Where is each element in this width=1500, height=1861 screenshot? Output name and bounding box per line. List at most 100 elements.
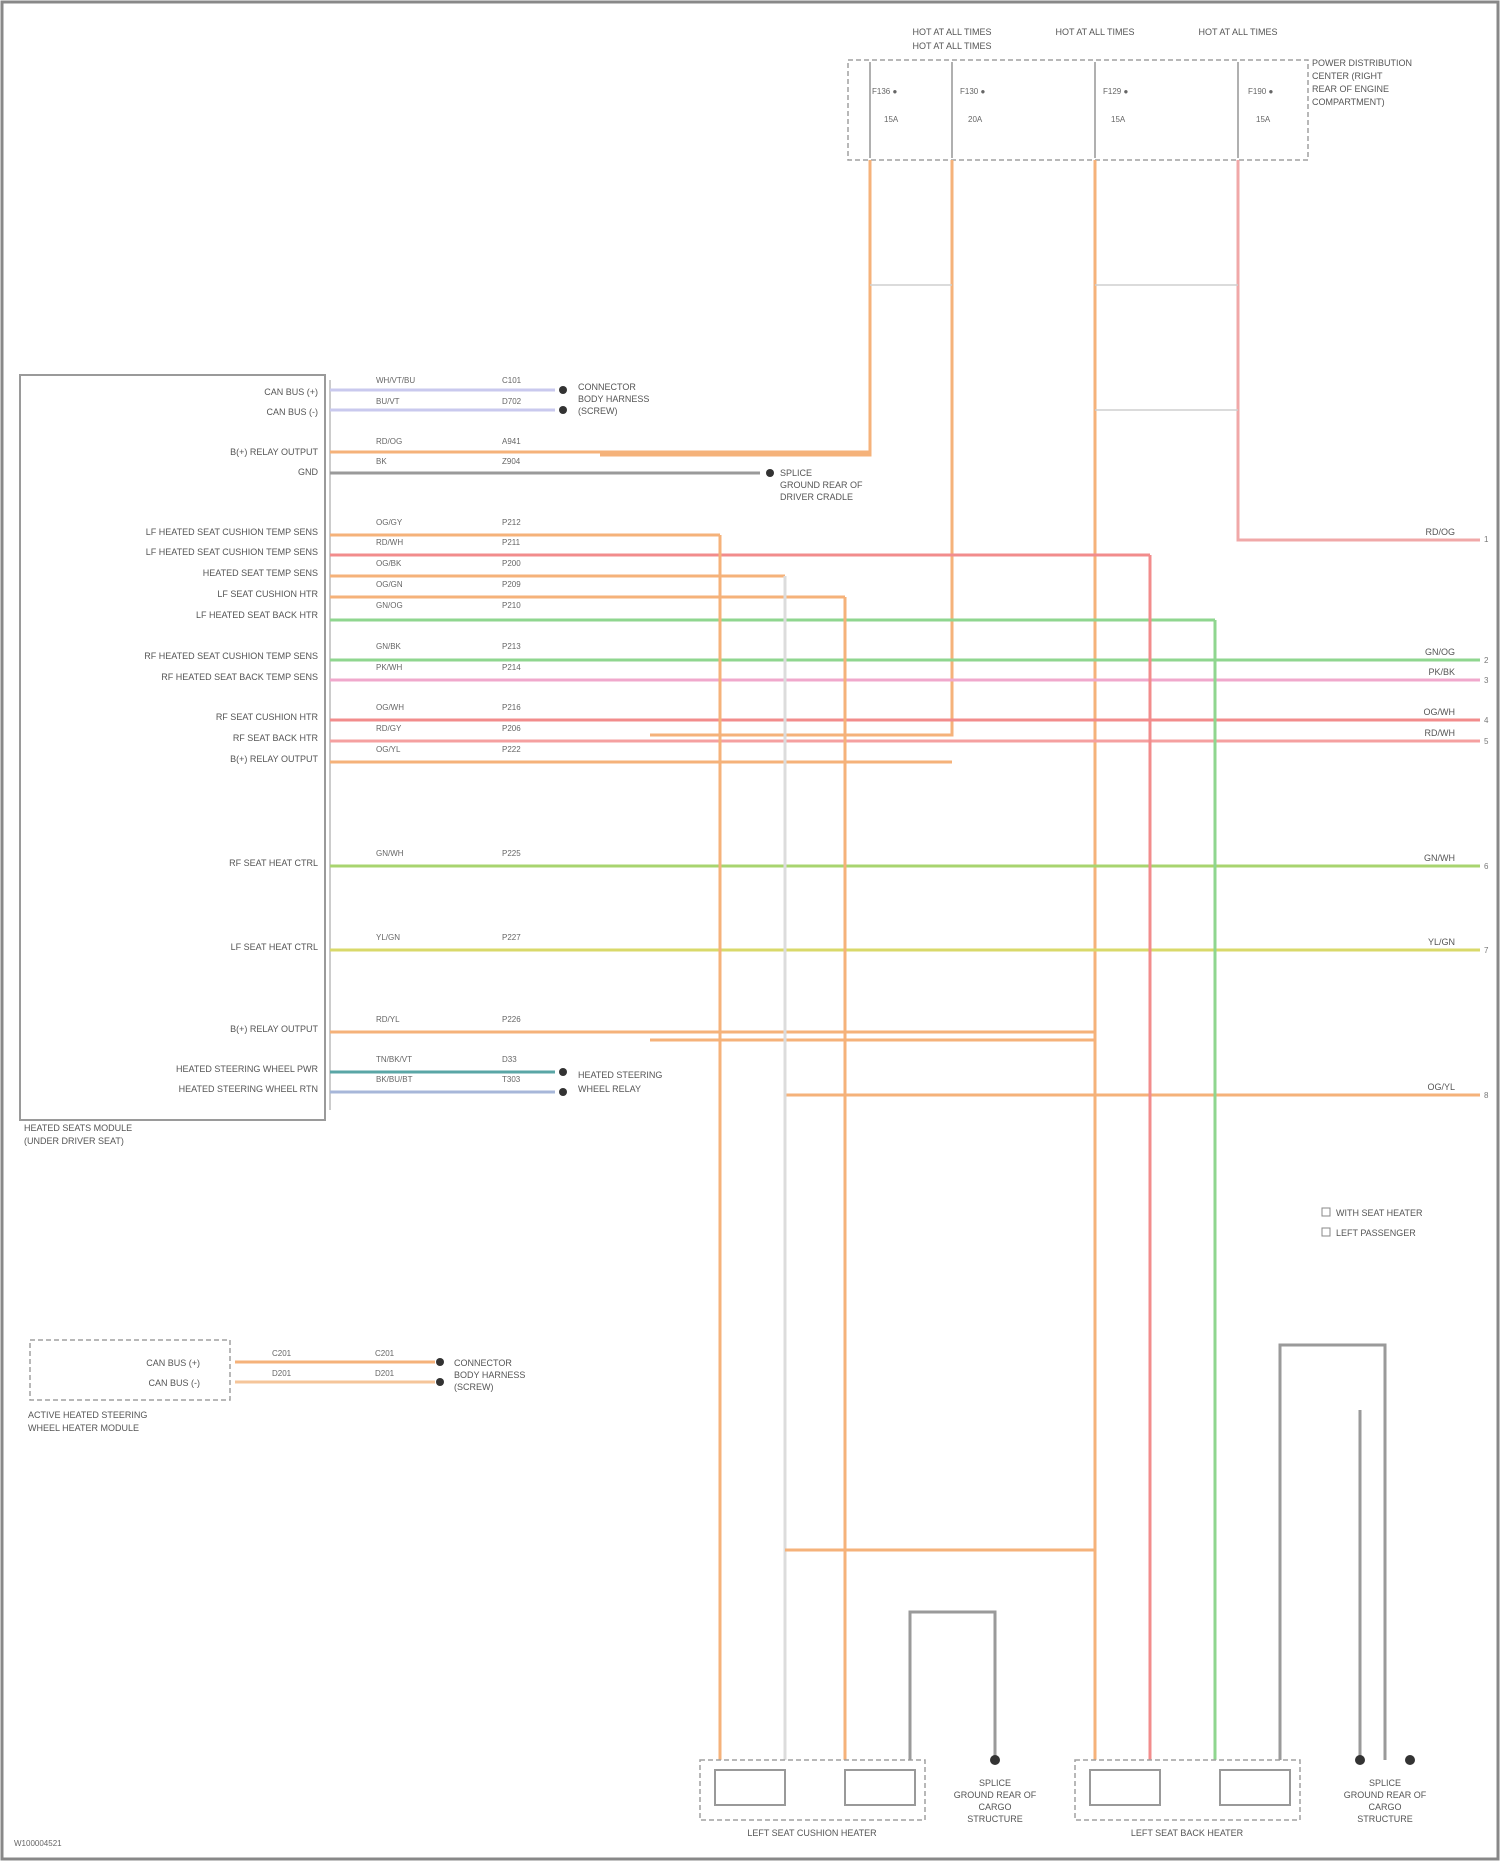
svg-text:P214: P214 (502, 663, 521, 672)
svg-text:CARGO: CARGO (1368, 1802, 1401, 1812)
svg-text:RD/WH: RD/WH (376, 538, 403, 547)
svg-text:LEFT SEAT BACK HEATER: LEFT SEAT BACK HEATER (1131, 1828, 1244, 1838)
svg-text:CAN BUS (-): CAN BUS (-) (149, 1378, 201, 1388)
svg-text:HOT AT ALL TIMES: HOT AT ALL TIMES (1055, 27, 1134, 37)
svg-text:WITH SEAT HEATER: WITH SEAT HEATER (1336, 1208, 1423, 1218)
svg-text:RF SEAT HEAT CTRL: RF SEAT HEAT CTRL (229, 858, 318, 868)
svg-text:HEATED STEERING: HEATED STEERING (578, 1070, 662, 1080)
svg-text:WH/VT/BU: WH/VT/BU (376, 376, 415, 385)
svg-text:RF SEAT BACK HTR: RF SEAT BACK HTR (233, 733, 319, 743)
svg-text:STRUCTURE: STRUCTURE (1357, 1814, 1413, 1824)
svg-text:HEATED STEERING WHEEL PWR: HEATED STEERING WHEEL PWR (176, 1064, 319, 1074)
svg-text:RD/WH: RD/WH (1425, 728, 1456, 738)
svg-text:B(+) RELAY OUTPUT: B(+) RELAY OUTPUT (230, 1024, 318, 1034)
svg-text:WHEEL HEATER MODULE: WHEEL HEATER MODULE (28, 1423, 139, 1433)
svg-text:7: 7 (1484, 946, 1489, 955)
svg-text:HOT AT ALL TIMES: HOT AT ALL TIMES (1198, 27, 1277, 37)
svg-text:B(+) RELAY OUTPUT: B(+) RELAY OUTPUT (230, 447, 318, 457)
svg-text:C101: C101 (502, 376, 522, 385)
svg-text:D201: D201 (375, 1369, 395, 1378)
svg-text:PK/WH: PK/WH (376, 663, 402, 672)
footer-id: W100004521 (14, 1839, 62, 1848)
svg-text:CAN BUS (+): CAN BUS (+) (146, 1358, 200, 1368)
svg-text:ACTIVE HEATED STEERING: ACTIVE HEATED STEERING (28, 1410, 147, 1420)
svg-text:B(+) RELAY OUTPUT: B(+) RELAY OUTPUT (230, 754, 318, 764)
svg-text:RD/GY: RD/GY (376, 724, 402, 733)
svg-text:CONNECTOR: CONNECTOR (578, 382, 636, 392)
svg-text:OG/GY: OG/GY (376, 518, 403, 527)
svg-text:D33: D33 (502, 1055, 517, 1064)
svg-text:Z904: Z904 (502, 457, 521, 466)
svg-text:LF HEATED SEAT CUSHION TEMP SE: LF HEATED SEAT CUSHION TEMP SENS (146, 547, 318, 557)
svg-text:LF SEAT HEAT CTRL: LF SEAT HEAT CTRL (231, 942, 318, 952)
svg-text:RF HEATED SEAT BACK TEMP SENS: RF HEATED SEAT BACK TEMP SENS (161, 672, 318, 682)
svg-text:6: 6 (1484, 862, 1489, 871)
svg-text:POWER DISTRIBUTION: POWER DISTRIBUTION (1312, 58, 1412, 68)
svg-text:SPLICE: SPLICE (780, 468, 812, 478)
svg-text:P210: P210 (502, 601, 521, 610)
svg-text:HEATED SEATS MODULE: HEATED SEATS MODULE (24, 1123, 132, 1133)
svg-text:WHEEL RELAY: WHEEL RELAY (578, 1084, 641, 1094)
svg-text:TN/BK/VT: TN/BK/VT (376, 1055, 412, 1064)
svg-text:RD/YL: RD/YL (376, 1015, 400, 1024)
svg-text:CAN BUS (+): CAN BUS (+) (264, 387, 318, 397)
svg-text:P213: P213 (502, 642, 521, 651)
svg-text:P225: P225 (502, 849, 521, 858)
svg-text:BODY HARNESS: BODY HARNESS (454, 1370, 525, 1380)
svg-text:P222: P222 (502, 745, 521, 754)
svg-text:RD/OG: RD/OG (1425, 527, 1455, 537)
svg-text:OG/BK: OG/BK (376, 559, 402, 568)
svg-text:BK/BU/BT: BK/BU/BT (376, 1075, 413, 1084)
svg-text:OG/WH: OG/WH (376, 703, 404, 712)
svg-text:P226: P226 (502, 1015, 521, 1024)
svg-text:STRUCTURE: STRUCTURE (967, 1814, 1023, 1824)
svg-text:P209: P209 (502, 580, 521, 589)
svg-text:COMPARTMENT): COMPARTMENT) (1312, 97, 1385, 107)
svg-text:(UNDER DRIVER SEAT): (UNDER DRIVER SEAT) (24, 1136, 124, 1146)
svg-text:OG/WH: OG/WH (1424, 707, 1456, 717)
fuse-rating-1: 20A (968, 115, 983, 124)
svg-text:P227: P227 (502, 933, 521, 942)
svg-text:YL/GN: YL/GN (376, 933, 400, 942)
svg-text:D702: D702 (502, 397, 522, 406)
svg-text:LEFT PASSENGER: LEFT PASSENGER (1336, 1228, 1416, 1238)
svg-text:(SCREW): (SCREW) (578, 406, 618, 416)
svg-text:P200: P200 (502, 559, 521, 568)
svg-text:3: 3 (1484, 676, 1489, 685)
svg-text:BK: BK (376, 457, 387, 466)
svg-text:GROUND REAR OF: GROUND REAR OF (1344, 1790, 1427, 1800)
svg-text:D201: D201 (272, 1369, 292, 1378)
svg-text:RF HEATED SEAT CUSHION TEMP SE: RF HEATED SEAT CUSHION TEMP SENS (144, 651, 318, 661)
svg-text:P211: P211 (502, 538, 521, 547)
svg-text:SPLICE: SPLICE (979, 1778, 1011, 1788)
svg-text:BODY HARNESS: BODY HARNESS (578, 394, 649, 404)
svg-text:LF SEAT CUSHION HTR: LF SEAT CUSHION HTR (217, 589, 318, 599)
fuse-id-0: F136 ● (872, 87, 897, 96)
svg-text:OG/YL: OG/YL (1427, 1082, 1455, 1092)
svg-text:BU/VT: BU/VT (376, 397, 400, 406)
svg-text:RF SEAT CUSHION HTR: RF SEAT CUSHION HTR (216, 712, 319, 722)
svg-text:P216: P216 (502, 703, 521, 712)
fuse-id-3: F190 ● (1248, 87, 1273, 96)
svg-text:T303: T303 (502, 1075, 521, 1084)
fuse-id-2: F129 ● (1103, 87, 1128, 96)
svg-text:LF HEATED SEAT BACK HTR: LF HEATED SEAT BACK HTR (196, 610, 319, 620)
svg-text:GN/OG: GN/OG (376, 601, 403, 610)
svg-text:C201: C201 (375, 1349, 395, 1358)
svg-text:C201: C201 (272, 1349, 292, 1358)
svg-text:PK/BK: PK/BK (1428, 667, 1455, 677)
svg-text:LF HEATED SEAT CUSHION TEMP SE: LF HEATED SEAT CUSHION TEMP SENS (146, 527, 318, 537)
fuse-rating-0: 15A (884, 115, 899, 124)
svg-text:CARGO: CARGO (978, 1802, 1011, 1812)
svg-text:HOT AT ALL TIMES: HOT AT ALL TIMES (912, 41, 991, 51)
svg-text:HEATED SEAT TEMP SENS: HEATED SEAT TEMP SENS (203, 568, 318, 578)
svg-text:GN/WH: GN/WH (376, 849, 404, 858)
svg-text:1: 1 (1484, 535, 1489, 544)
svg-text:CONNECTOR: CONNECTOR (454, 1358, 512, 1368)
svg-text:GROUND REAR OF: GROUND REAR OF (954, 1790, 1037, 1800)
svg-text:5: 5 (1484, 737, 1489, 746)
fuse-id-1: F130 ● (960, 87, 985, 96)
svg-text:4: 4 (1484, 716, 1489, 725)
